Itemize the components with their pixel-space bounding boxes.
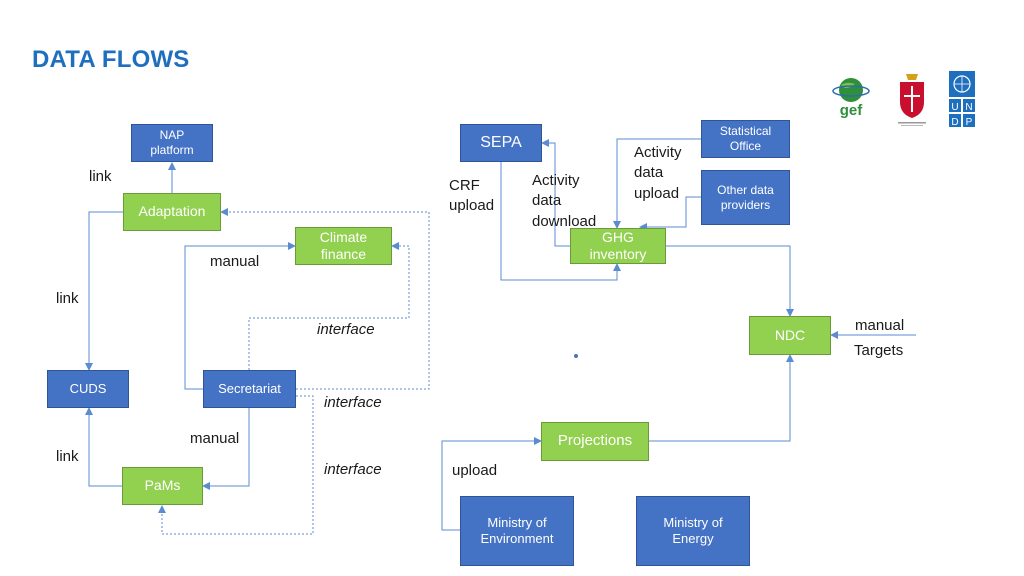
ministry-environment-box: Ministry of Environment <box>460 496 574 566</box>
label-link-cuds: link <box>56 290 79 307</box>
arrow-ministry-env-to-projections <box>441 437 542 531</box>
sepa-box: SEPA <box>460 124 542 162</box>
climate-finance-box: Climate finance <box>295 227 392 265</box>
projections-box: Projections <box>541 422 649 461</box>
label-link-nap: link <box>89 168 112 185</box>
dashed-secretariat-to-pams <box>158 395 314 535</box>
label-interface-3: interface <box>324 461 382 478</box>
dashed-secretariat-to-climate-finance <box>248 242 410 370</box>
arrow-ghg-to-sepa <box>541 139 570 247</box>
label-interface-1: interface <box>317 321 375 338</box>
ministry-energy-box: Ministry of Energy <box>636 496 750 566</box>
undp-letter-d: D <box>951 117 958 128</box>
ndc-box: NDC <box>749 316 831 355</box>
arrow-pams-to-cuds <box>85 407 122 487</box>
label-targets: Targets <box>854 342 904 359</box>
arrow-ghg-to-ndc <box>666 245 794 317</box>
undp-letter-u: U <box>951 102 958 113</box>
gef-logo: gef <box>831 75 871 119</box>
statistical-office-box: Statistical Office <box>701 120 790 158</box>
arrow-projections-to-ndc <box>649 354 794 442</box>
label-activity-download: Activity data download <box>532 172 597 230</box>
label-link-pams: link <box>56 448 79 465</box>
secretariat-box: Secretariat <box>203 370 296 408</box>
dot-marker <box>574 354 578 358</box>
label-crf-upload: CRF upload <box>449 177 495 215</box>
arrow-secretariat-to-pams <box>202 407 250 490</box>
gef-globe-icon: gef <box>832 78 870 119</box>
undp-letter-n: N <box>965 102 972 113</box>
arrow-sepa-to-ghg <box>500 161 621 281</box>
pams-box: PaMs <box>122 467 203 505</box>
gef-text: gef <box>840 102 864 119</box>
arrow-secretariat-to-climate-finance <box>184 242 296 390</box>
ghg-inventory-box: GHG inventory <box>570 228 666 264</box>
undp-logo: U N D P <box>948 70 976 128</box>
dashed-secretariat-to-adaptation <box>220 208 430 390</box>
label-upload: upload <box>452 462 498 479</box>
label-manual-ndc: manual <box>855 317 905 334</box>
label-activity-upload: Activity data upload <box>634 144 682 202</box>
undp-letter-p: P <box>966 117 973 128</box>
page-title: DATA FLOWS <box>32 46 190 73</box>
arrow-other-providers-to-ghg <box>639 196 701 231</box>
cuds-box: CUDS <box>47 370 129 408</box>
label-manual-climate-finance: manual <box>210 253 260 270</box>
label-interface-2: interface <box>324 394 382 411</box>
serbia-coat-of-arms-icon <box>892 70 932 128</box>
nap-platform-box: NAP platform <box>131 124 213 162</box>
adaptation-box: Adaptation <box>123 193 221 231</box>
label-manual-pams: manual <box>190 430 240 447</box>
arrow-stat-office-to-ghg <box>613 138 701 229</box>
arrow-adaptation-to-cuds <box>85 211 124 371</box>
other-data-providers-box: Other data providers <box>701 170 790 225</box>
